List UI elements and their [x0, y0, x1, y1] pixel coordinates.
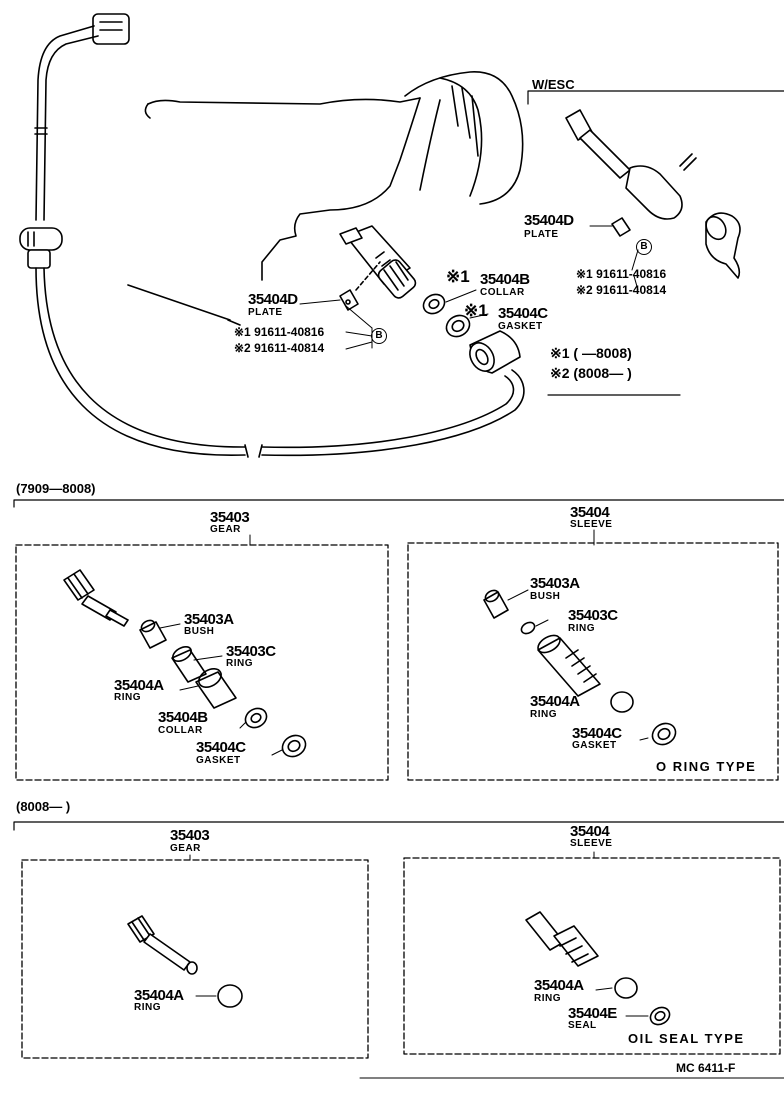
- main-sleeve: [339, 225, 417, 299]
- esc-b-marker: B: [636, 239, 652, 255]
- section2-type-label: OIL SEAL TYPE: [628, 1031, 745, 1046]
- gasket-mark: ※1: [464, 301, 488, 320]
- main-plate-number: 35404D: [248, 291, 298, 308]
- s2-right-part-0-number: 35404A: [534, 977, 584, 994]
- main-b-marker: B: [371, 328, 387, 344]
- section1-gear-number: 35403: [210, 509, 250, 526]
- ring-part-1b: [195, 668, 237, 709]
- gear-shaft-1: [63, 569, 129, 627]
- s2-right-part-1-number: 35404E: [568, 1005, 617, 1022]
- collar-part: [422, 293, 446, 315]
- speedometer-cable: [19, 13, 525, 458]
- bush-part-1r: [483, 589, 509, 619]
- ring-part-2: [217, 984, 243, 1008]
- s1-right-part-1-name: RING: [568, 623, 595, 634]
- gasket-part-1r: [651, 722, 677, 746]
- gear-shaft-2: [127, 915, 198, 975]
- gear-group-box-2: [21, 859, 369, 1059]
- section2-sleeve-name: SLEEVE: [570, 838, 613, 849]
- s2-left-part-0-number: 35404A: [134, 987, 184, 1004]
- s1-left-part-1-number: 35403C: [226, 643, 276, 660]
- s2-right-part-1-name: SEAL: [568, 1020, 597, 1031]
- figure-code: MC 6411-F: [676, 1061, 736, 1075]
- esc-plate-part: [589, 217, 631, 237]
- s1-left-part-4-name: GASKET: [196, 755, 241, 766]
- w-esc-label: W/ESC: [532, 77, 575, 92]
- s1-left-part-2-number: 35404A: [114, 677, 164, 694]
- s2-left-part-0-name: RING: [134, 1002, 161, 1013]
- sleeve-body-2: [525, 911, 599, 967]
- main-plate-name: PLATE: [248, 307, 283, 318]
- collar-number: 35404B: [480, 271, 530, 288]
- sleeve-body-1: [537, 634, 601, 697]
- s1-right-part-2-number: 35404A: [530, 693, 580, 710]
- s1-left-part-4-number: 35404C: [196, 739, 246, 756]
- collar-part-1: [244, 707, 268, 729]
- gasket-name: GASKET: [498, 321, 543, 332]
- transmission-housing: [127, 71, 524, 326]
- section1-header: (7909—8008): [16, 481, 96, 496]
- section1-gear-name: GEAR: [210, 524, 241, 535]
- section2-gear-name: GEAR: [170, 843, 201, 854]
- esc-plate-number: 35404D: [524, 212, 574, 229]
- s1-left-part-3-name: COLLAR: [158, 725, 203, 736]
- esc-plate-name: PLATE: [524, 229, 559, 240]
- legend-2: ※2 (8008— ): [550, 365, 632, 381]
- section2-header: (8008— ): [16, 799, 71, 814]
- s1-left-part-0-name: BUSH: [184, 626, 215, 637]
- gasket-number: 35404C: [498, 305, 548, 322]
- s1-right-part-3-name: GASKET: [572, 740, 617, 751]
- o-ring-part-1r: [610, 691, 634, 713]
- legend-1: ※1 ( —8008): [550, 345, 632, 361]
- section1-sleeve-number: 35404: [570, 504, 610, 521]
- main-ref-2: ※2 91611-40814: [234, 341, 325, 355]
- section1-type-label: O RING TYPE: [656, 759, 757, 774]
- main-plate-part: [339, 261, 381, 311]
- sleeve-group-box-2: [403, 857, 781, 1055]
- section2-gear-number: 35403: [170, 827, 210, 844]
- s2-right-part-0-name: RING: [534, 993, 561, 1004]
- s1-left-part-0-number: 35403A: [184, 611, 234, 628]
- s1-left-part-2-name: RING: [114, 692, 141, 703]
- gear-group-box-1: [15, 544, 389, 781]
- collar-name: COLLAR: [480, 287, 525, 298]
- bush-part-1: [139, 619, 167, 649]
- section2-sleeve-number: 35404: [570, 823, 610, 840]
- esc-sleeve-assembly: [565, 109, 741, 279]
- esc-ref-2: ※2 91611-40814: [576, 283, 667, 297]
- s1-left-part-1-name: RING: [226, 658, 253, 669]
- seal-part-2r: [649, 1006, 671, 1026]
- collar-mark: ※1: [446, 267, 470, 286]
- s1-right-part-3-number: 35404C: [572, 725, 622, 742]
- esc-ref-1: ※1 91611-40816: [576, 267, 667, 281]
- ring-part-1r: [520, 621, 536, 635]
- section1-sleeve-name: SLEEVE: [570, 519, 613, 530]
- main-ref-1: ※1 91611-40816: [234, 325, 325, 339]
- s1-right-part-1-number: 35403C: [568, 607, 618, 624]
- s1-right-part-2-name: RING: [530, 709, 557, 720]
- gasket-part: [445, 314, 471, 338]
- gasket-part-1: [281, 734, 307, 758]
- s1-right-part-0-name: BUSH: [530, 591, 561, 602]
- s1-right-part-0-number: 35403A: [530, 575, 580, 592]
- s1-left-part-3-number: 35404B: [158, 709, 208, 726]
- ring-part-2r: [614, 977, 638, 999]
- ring-part-1a: [171, 645, 207, 683]
- sleeve-group-box-1: [407, 542, 779, 781]
